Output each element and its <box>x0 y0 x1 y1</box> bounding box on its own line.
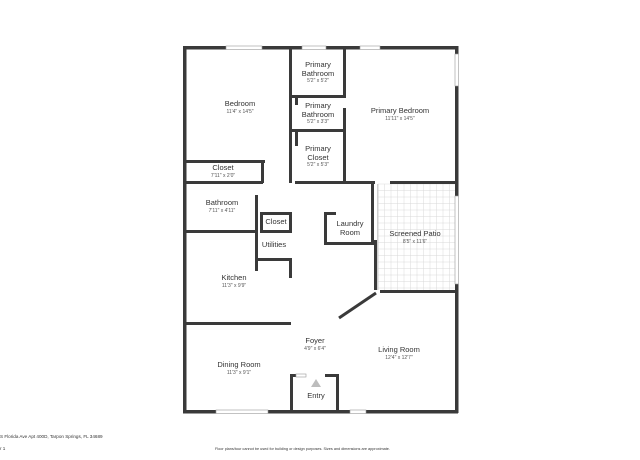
wall-entry-right <box>336 374 339 413</box>
room-name: Living Room <box>378 345 420 354</box>
wall-laundry-top-stub <box>324 212 336 215</box>
wall-laundry-bottom <box>324 242 374 245</box>
windows <box>215 45 459 414</box>
wall-utilities-bottom <box>255 258 292 261</box>
wall-utilities-left <box>255 233 258 271</box>
room-dimensions: 5'2" x 3'3" <box>307 119 329 126</box>
room-name: Entry <box>307 391 325 400</box>
wall-bath2-stub <box>295 95 298 105</box>
room-name: Bathroom <box>205 198 239 207</box>
room-name: Bedroom <box>224 99 256 108</box>
wall-closet2-right <box>289 212 292 232</box>
floor-label: r 1 <box>0 446 6 451</box>
wall-corridor-mid <box>295 181 375 184</box>
address-text: S Florida Ave Apt 400D, Tarpon Springs, … <box>0 434 103 439</box>
wall-bathroom-bottom <box>183 230 258 233</box>
room-closet-2: Closet <box>265 217 287 227</box>
wall-bath1-bottom <box>289 95 346 98</box>
window-bedroom-top <box>225 45 263 50</box>
wall-patio-left <box>374 240 377 290</box>
wall-patio-bottom <box>380 290 458 293</box>
room-laundry: Laundry Room <box>332 219 368 237</box>
room-name: Primary Bathroom <box>301 60 335 78</box>
room-utilities: Utilities <box>261 240 287 250</box>
room-dimensions: 5'2" x 5'3" <box>307 162 329 169</box>
room-dimensions: 7'11" x 2'0" <box>210 172 236 179</box>
room-name: Kitchen <box>221 273 247 282</box>
room-bathroom: Bathroom 7'11" x 4'11" <box>205 198 239 214</box>
wall-diagonal <box>338 291 377 320</box>
room-dimensions: 7'11" x 4'11" <box>208 207 236 214</box>
wall-entry-left <box>290 374 293 413</box>
wall-outer-left <box>183 46 187 413</box>
wall-utilities-right <box>289 258 292 278</box>
room-closet-1: Closet 7'11" x 2'0" <box>210 163 236 179</box>
room-dining-room: Dining Room 11'3" x 9'1" <box>217 360 261 376</box>
room-name: Laundry Room <box>336 219 364 237</box>
wall-bedroom-right <box>289 46 292 183</box>
window-dining-bottom <box>215 409 269 414</box>
room-primary-bedroom: Primary Bedroom 11'11" x 14'5" <box>370 106 430 122</box>
window-entry-top <box>295 373 307 378</box>
room-name: Utilities <box>261 240 287 249</box>
room-name: Closet <box>265 217 287 226</box>
room-dimensions: 11'3" x 9'1" <box>226 369 252 376</box>
disclaimer-text: Floor plans/tour cannot be used for buil… <box>215 447 390 451</box>
triangle-up-icon <box>311 379 321 387</box>
room-screened-patio: Screened Patio 8'5" x 11'6" <box>389 229 441 245</box>
room-living-room: Living Room 12'4" x 12'7" <box>378 345 420 361</box>
room-bedroom: Bedroom 11'4" x 14'5" <box>224 99 256 115</box>
room-name: Primary Bathroom <box>301 101 335 119</box>
room-primary-closet: Primary Closet 5'2" x 5'3" <box>298 144 338 169</box>
wall-bathroom-right <box>255 195 258 233</box>
room-dimensions: 11'4" x 14'5" <box>226 108 254 115</box>
wall-entry-top-right <box>325 374 339 377</box>
room-kitchen: Kitchen 11'3" x 9'9" <box>221 273 247 289</box>
window-primary-top <box>359 45 381 50</box>
window-primary-right <box>454 53 459 87</box>
patio-screen-left <box>377 184 379 290</box>
room-foyer: Foyer 4'9" x 6'4" <box>304 336 326 352</box>
wall-closet2-left <box>260 212 263 230</box>
wall-corridor-right <box>390 181 458 184</box>
room-dimensions: 4'9" x 6'4" <box>304 345 326 352</box>
room-primary-bathroom-2: Primary Bathroom 5'2" x 3'3" <box>295 101 341 126</box>
room-dimensions: 11'11" x 14'5" <box>385 115 415 122</box>
wall-outer-bottom <box>183 410 458 414</box>
wall-closet1-right <box>261 160 264 183</box>
wall-bath-right-top <box>343 46 346 98</box>
room-name: Primary Bedroom <box>370 106 430 115</box>
wall-closet-left <box>295 132 298 146</box>
room-primary-bathroom-1: Primary Bathroom 5'2" x 5'2" <box>295 60 341 85</box>
room-dimensions: 8'5" x 11'6" <box>402 238 428 245</box>
room-dimensions: 11'3" x 9'9" <box>221 282 247 289</box>
wall-laundry-right <box>371 184 374 245</box>
room-name: Foyer <box>305 336 325 345</box>
wall-closet2-top <box>260 212 292 215</box>
wall-bath2-bottom <box>289 129 346 132</box>
wall-closet1-top <box>183 160 265 163</box>
room-dimensions: 5'2" x 5'2" <box>307 78 329 85</box>
room-name: Dining Room <box>217 360 261 369</box>
room-entry: Entry <box>307 391 325 401</box>
room-name: Closet <box>212 163 234 172</box>
wall-laundry-left <box>324 212 327 245</box>
wall-corridor-left <box>183 181 263 184</box>
window-living-bottom <box>349 409 367 414</box>
room-name: Primary Closet <box>305 144 331 162</box>
window-patio-right <box>454 195 459 285</box>
wall-closet2-bottom <box>260 230 292 233</box>
wall-bath-right-bottom <box>343 108 346 183</box>
room-name: Screened Patio <box>389 229 441 238</box>
window-bath-top <box>301 45 327 50</box>
wall-kitchen-bottom <box>183 322 291 325</box>
room-dimensions: 12'4" x 12'7" <box>385 354 413 361</box>
